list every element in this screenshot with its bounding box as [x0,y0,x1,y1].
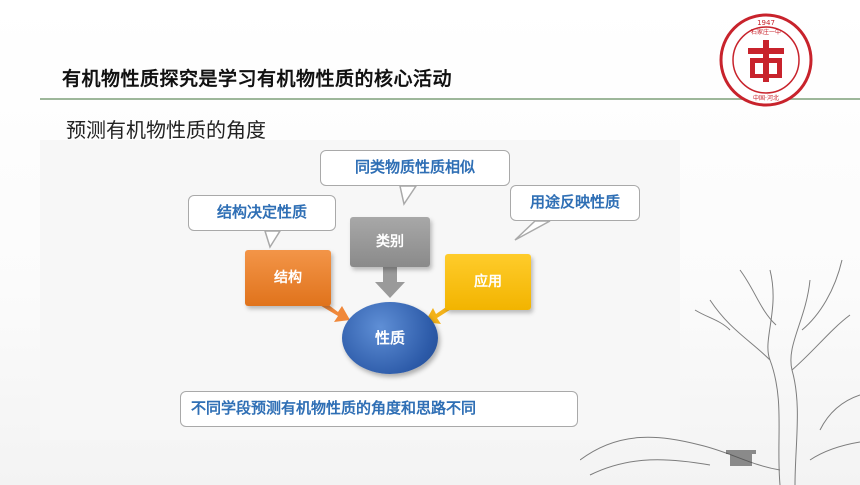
logo-top-text: 石家庄一中 [751,28,781,36]
logo-bottom-text: 中国·河北 [753,94,779,102]
logo-year: 1947 [757,19,775,27]
node-application: 应用 [445,254,531,310]
school-logo: 1947 石家庄一中 中国·河北 [719,13,813,107]
slide-title: 有机物性质探究是学习有机物性质的核心活动 [62,68,453,90]
logo-emblem-icon [748,40,784,82]
bubble-structure-determines: 结构决定性质 [188,195,336,231]
node-category: 类别 [350,217,430,267]
bubble-learning-stages: 不同学段预测有机物性质的角度和思路不同 [180,391,578,427]
node-structure: 结构 [245,250,331,306]
bubble-use-reflects: 用途反映性质 [510,185,640,221]
tree-sketch-illustration [580,259,860,485]
bubble-similar-category: 同类物质性质相似 [320,150,510,186]
node-property: 性质 [342,302,438,374]
slide-subtitle: 预测有机物性质的角度 [66,118,266,142]
title-divider [40,98,860,100]
